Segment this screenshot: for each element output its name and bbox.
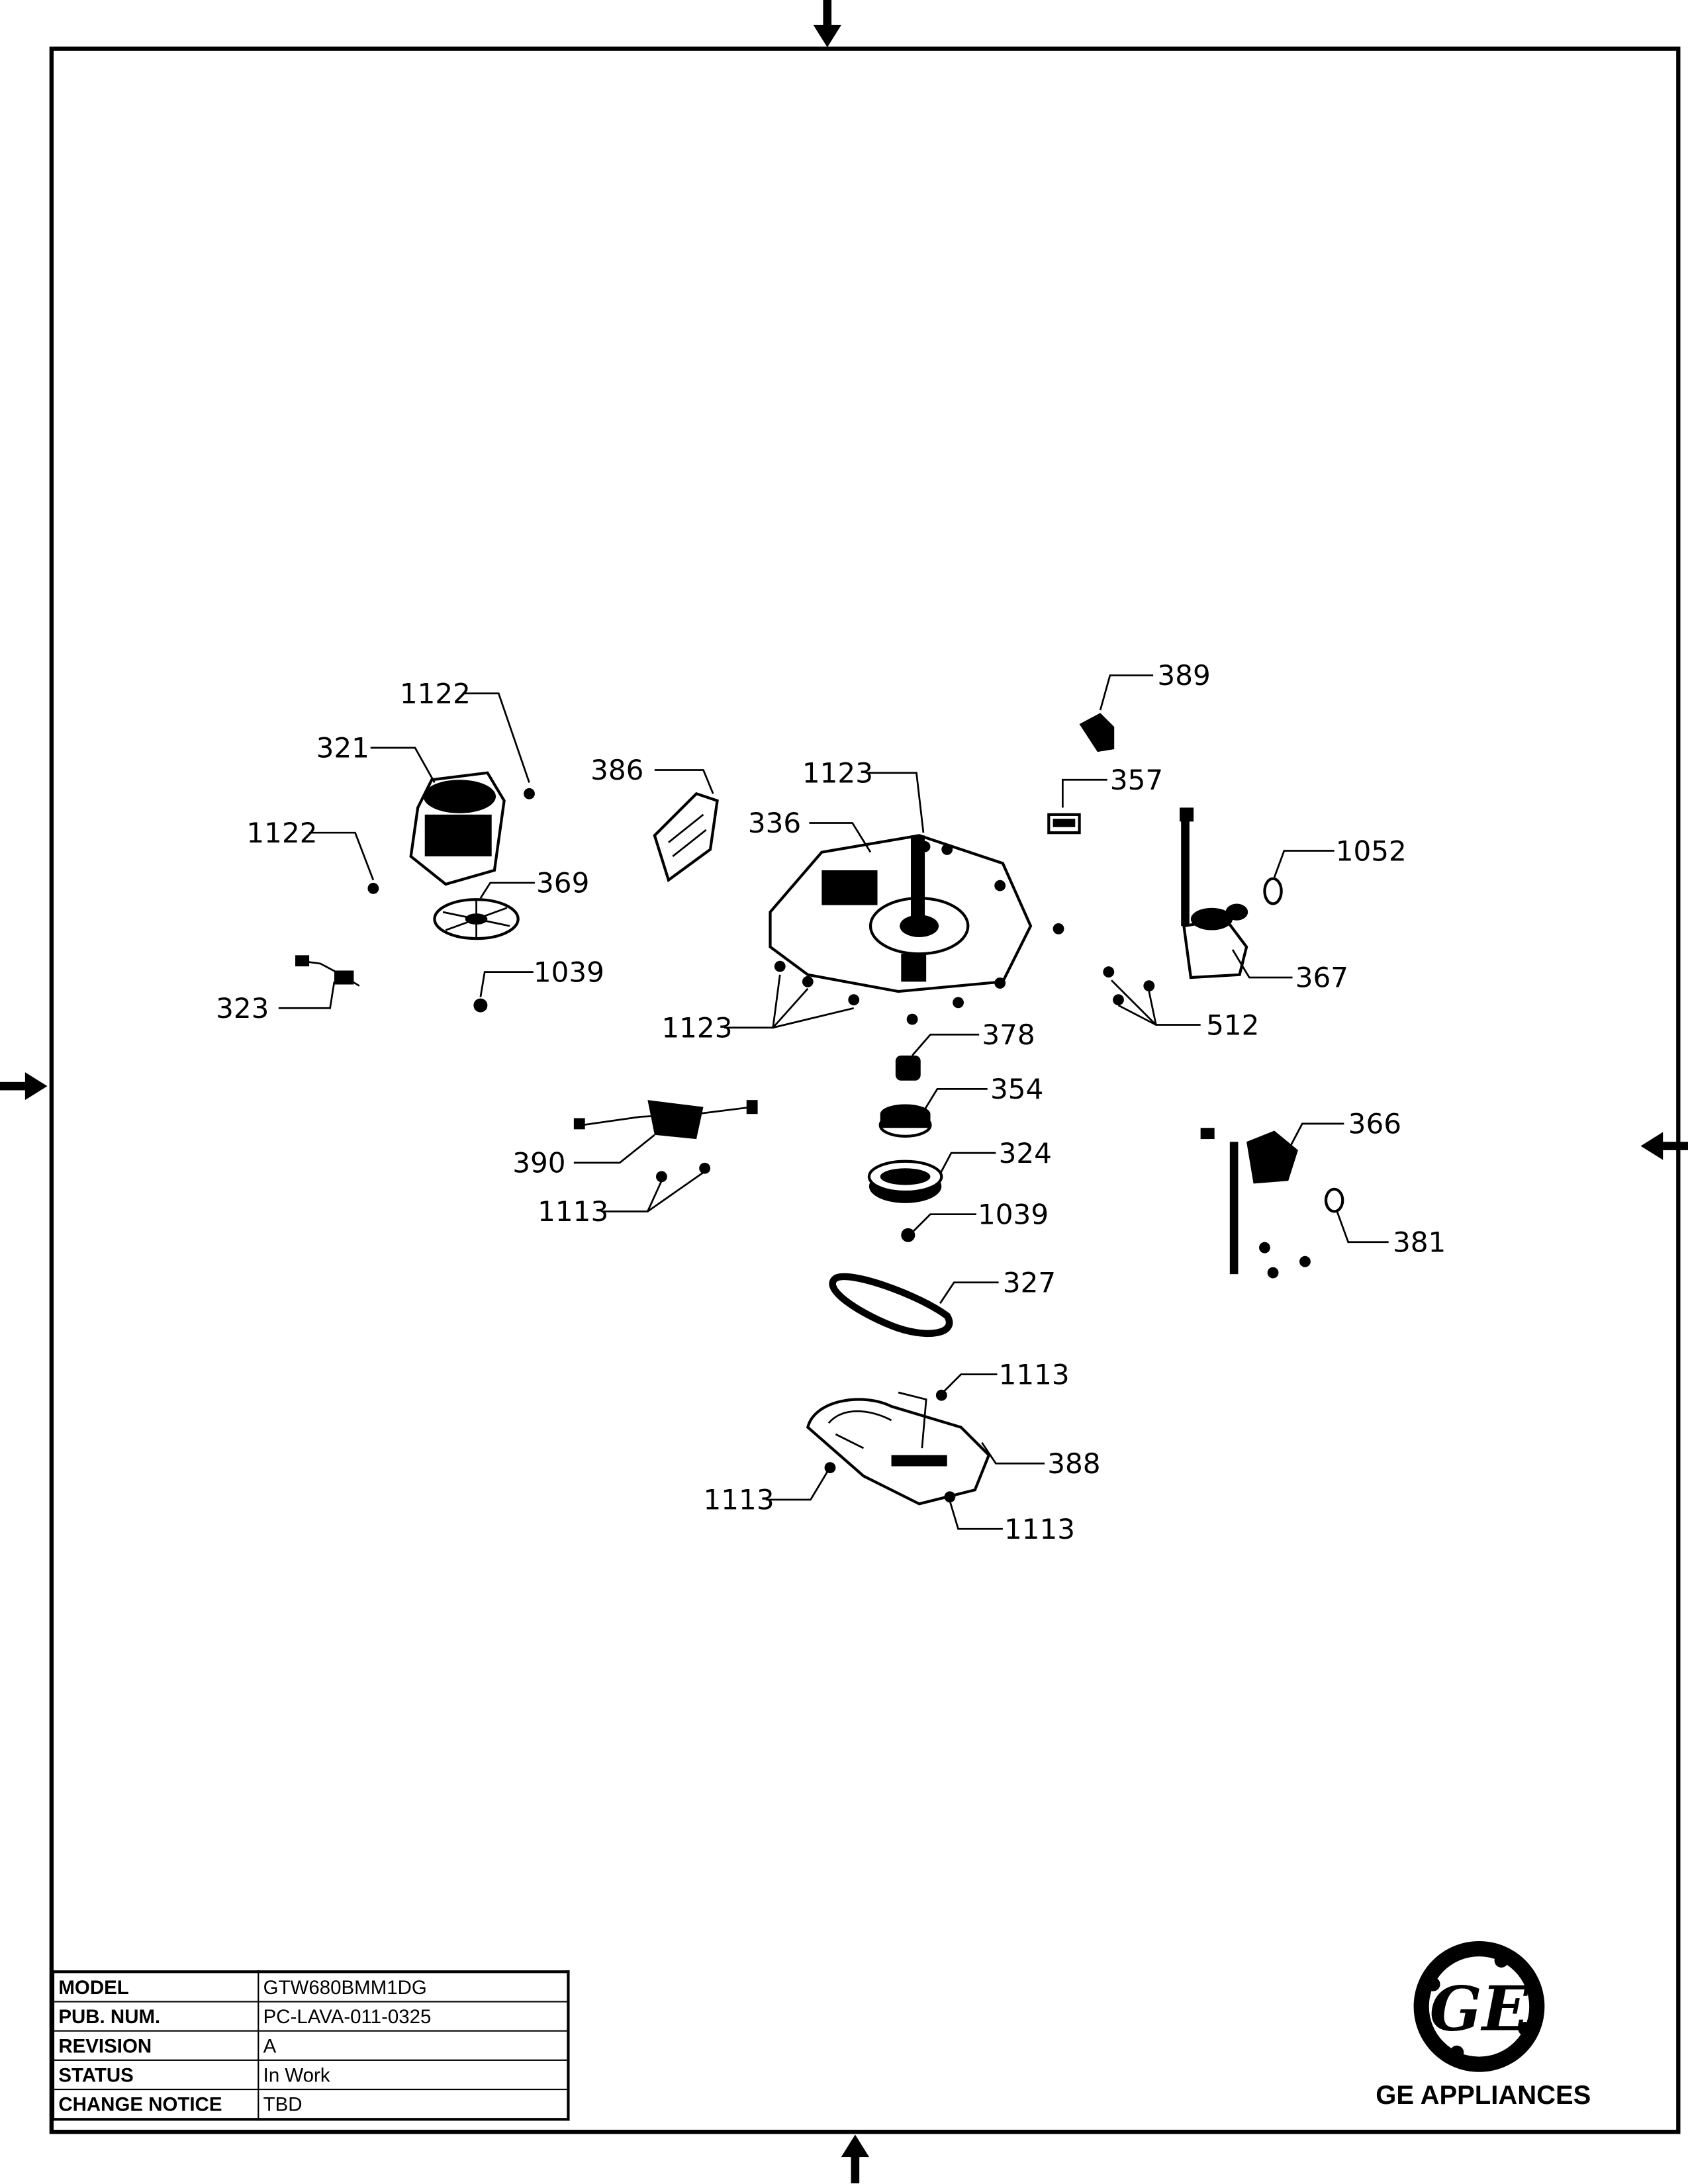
coupling-378[interactable]: [895, 1055, 921, 1081]
callout-388: 388: [1047, 1447, 1100, 1480]
bracket-389[interactable]: [1079, 713, 1115, 752]
drive-motor-321[interactable]: [409, 771, 506, 886]
callout-381: 381: [1393, 1226, 1446, 1258]
clip-381[interactable]: [1324, 1187, 1344, 1213]
leader-lines: [278, 674, 1389, 1530]
callout-389: 389: [1157, 659, 1210, 692]
screws: [367, 788, 1311, 1503]
center-arrow-right: [1640, 1132, 1688, 1160]
callout-1123: 1123: [802, 756, 873, 789]
gearcase-336[interactable]: [769, 834, 1033, 993]
callout-323: 323: [216, 992, 269, 1024]
switch-357[interactable]: [1047, 813, 1081, 835]
callout-369: 369: [536, 867, 589, 899]
callout-336: 336: [748, 807, 801, 839]
harness-323[interactable]: [295, 955, 360, 987]
model-value: GTW680BMM1DG: [258, 1971, 569, 2003]
callout-378: 378: [982, 1019, 1035, 1051]
pulley-hub-354[interactable]: [878, 1104, 932, 1138]
shroud-bracket-386[interactable]: [653, 792, 719, 883]
callout-357: 357: [1110, 764, 1163, 796]
status-value: In Work: [258, 2059, 569, 2091]
callout-1039: 1039: [978, 1198, 1049, 1230]
callout-1122: 1122: [246, 817, 317, 849]
callout-1052: 1052: [1336, 835, 1407, 867]
callout-386: 386: [590, 754, 643, 786]
callout-1122: 1122: [400, 678, 471, 710]
shroud-388[interactable]: [806, 1391, 991, 1506]
svg-text:GE: GE: [1430, 1973, 1530, 2045]
callout-367: 367: [1295, 962, 1348, 994]
callout-354: 354: [990, 1073, 1043, 1105]
pulley-324[interactable]: [867, 1160, 943, 1203]
revision-value: A: [258, 2030, 569, 2061]
pump-wire-367[interactable]: [1180, 807, 1248, 979]
title-row-pub-num: PUB. NUM.PC-LAVA-011-0325: [52, 2001, 569, 2032]
callout-1113: 1113: [999, 1358, 1070, 1390]
center-arrow-left: [0, 1072, 48, 1101]
callout-1113: 1113: [538, 1195, 608, 1228]
brand-name: GE APPLIANCES: [1376, 2081, 1591, 2111]
rotor-369[interactable]: [433, 898, 520, 940]
callout-1113: 1113: [1004, 1513, 1075, 1545]
callout-327: 327: [1003, 1267, 1056, 1299]
center-arrow-top: [813, 0, 841, 48]
clamp-1052[interactable]: [1263, 877, 1283, 905]
callout-390: 390: [512, 1147, 565, 1179]
change-notice-value: TBD: [258, 2089, 569, 2120]
callout-324: 324: [999, 1137, 1052, 1169]
drive-belt-327[interactable]: [829, 1273, 953, 1337]
center-arrow-bottom: [841, 2134, 869, 2184]
callout-366: 366: [1348, 1108, 1401, 1140]
callout-1113: 1113: [704, 1484, 774, 1516]
ge-logo-icon: GE: [1413, 1940, 1545, 2072]
sheet-border: [49, 46, 1681, 2134]
water-valve-366[interactable]: [1200, 1128, 1298, 1275]
callout-1123: 1123: [661, 1011, 732, 1044]
callout-321: 321: [316, 732, 369, 764]
harness-390[interactable]: [573, 1100, 758, 1140]
pub-num-value: PC-LAVA-011-0325: [258, 2001, 569, 2032]
callout-512: 512: [1206, 1009, 1259, 1041]
callout-1039: 1039: [534, 956, 604, 988]
callout-labels: 1122 321 386 1123 389 357 336 1122 1052 …: [216, 659, 1446, 1545]
